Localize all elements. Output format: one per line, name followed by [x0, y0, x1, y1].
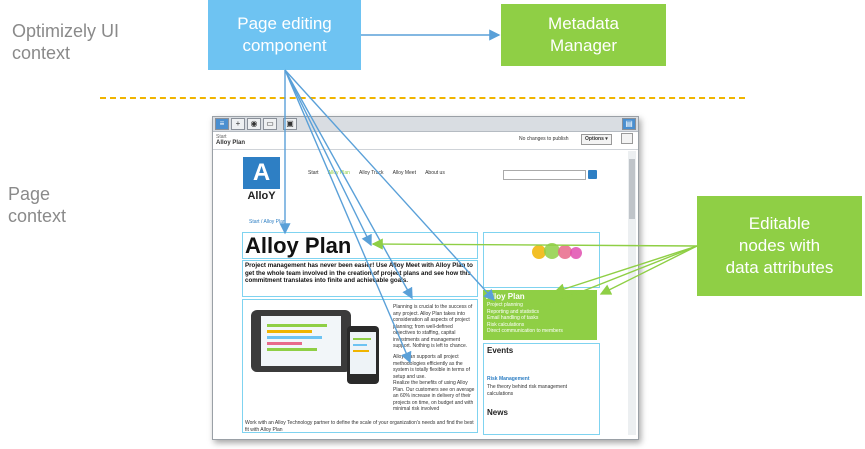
add-icon[interactable]: +: [231, 118, 245, 130]
page-context-label: Page context: [8, 184, 67, 226]
nav-alloy-track[interactable]: Alloy Track: [359, 170, 384, 176]
arrow-to-heading: [284, 69, 372, 247]
metadata-manager-box: Metadata Manager: [501, 4, 666, 66]
body-paragraph-1: Planning is crucial to the success of an…: [393, 304, 473, 349]
site-breadcrumb[interactable]: Start / Alloy Plan: [249, 219, 286, 225]
phone-image: [347, 326, 379, 384]
sidebar-item: Direct communication to members: [487, 328, 563, 334]
sidebar-item: Project planning: [487, 302, 523, 308]
assets-panel-icon[interactable]: ▤: [622, 118, 636, 130]
list-view-icon[interactable]: [621, 133, 633, 144]
body-paragraph-4: Work with an Alloy Technology partner to…: [245, 420, 474, 433]
alloy-logo-text: AlloY: [247, 190, 276, 202]
editor-toolbar: ≡ + ◉ ▭ ▣ ▤: [213, 117, 638, 132]
sidebar-feature-block[interactable]: Alloy Plan Project planning Reporting an…: [483, 290, 597, 340]
context-divider: [100, 97, 745, 99]
nav-alloy-plan[interactable]: Alloy Plan: [327, 170, 350, 176]
arrow-to-body: [284, 69, 413, 300]
toolbar-breadcrumb[interactable]: Start: [216, 134, 227, 140]
events-title: Events: [487, 346, 514, 355]
compare-icon[interactable]: ▭: [263, 118, 277, 130]
toolbar-separator: [213, 149, 638, 150]
sidebar-item: Email handling of tasks: [487, 315, 539, 321]
nav-start[interactable]: Start: [308, 170, 319, 176]
toolbar-page-name: Alloy Plan: [216, 140, 246, 146]
body-paragraph-2: Alloy Plan supports all project methodol…: [393, 354, 470, 380]
sidebar-image-node[interactable]: [483, 232, 600, 288]
news-title: News: [487, 408, 508, 417]
sidebar-events-node[interactable]: Events Risk Management The theory behind…: [483, 343, 600, 435]
sidebar-title: Alloy Plan: [486, 292, 525, 301]
event-link[interactable]: Risk Management: [487, 376, 530, 382]
devices-image: [247, 306, 387, 386]
arrow-to-sidebar-title: [553, 245, 698, 295]
search-icon[interactable]: [588, 170, 597, 179]
page-scrollbar[interactable]: [628, 151, 636, 435]
arrow-to-sidebar-list: [538, 245, 698, 310]
ui-context-label: Optimizely UI context: [12, 21, 120, 63]
site-search-input[interactable]: [503, 170, 586, 180]
main-body-node[interactable]: Planning is crucial to the success of an…: [242, 299, 478, 433]
publish-status: No changes to publish: [519, 136, 569, 142]
sidebar-item: Risk calculations: [487, 321, 525, 328]
arrow-to-body-text: [284, 69, 412, 364]
arrow-to-sidebar-block: [599, 245, 698, 295]
tablet-image: [251, 310, 351, 372]
heading-node[interactable]: Alloy Plan: [242, 232, 478, 259]
page-screenshot: ≡ + ◉ ▭ ▣ ▤ Start Alloy Plan No changes …: [212, 116, 639, 440]
intro-text: Project management has never been easier…: [245, 262, 473, 284]
event-description: The theory behind risk management calcul…: [487, 384, 568, 397]
sidebar-item: Reporting and statistics: [487, 308, 539, 315]
body-paragraph-3: Realize the benefits of using Alloy Plan…: [393, 380, 475, 412]
arrow-to-sidebar: [284, 69, 495, 302]
alloy-logo[interactable]: A: [243, 157, 280, 189]
intro-node[interactable]: Project management has never been easier…: [242, 260, 478, 297]
nav-alloy-meet[interactable]: Alloy Meet: [392, 170, 416, 176]
preview-eye-icon[interactable]: ◉: [247, 118, 261, 130]
options-button[interactable]: Options ▾: [581, 134, 612, 145]
scrollbar-thumb[interactable]: [629, 159, 635, 219]
nav-about-us[interactable]: About us: [425, 170, 445, 176]
page-editing-component-box: Page editing component: [208, 0, 361, 70]
panel-toggle-icon[interactable]: ≡: [215, 118, 229, 130]
site-nav: Start Alloy Plan Alloy Track Alloy Meet …: [308, 170, 453, 177]
page-heading: Alloy Plan: [245, 233, 352, 258]
arrow-to-heading-node: [371, 238, 698, 250]
view-mode-icon[interactable]: ▣: [283, 118, 297, 130]
editable-nodes-box: Editable nodes with data attributes: [697, 196, 862, 296]
